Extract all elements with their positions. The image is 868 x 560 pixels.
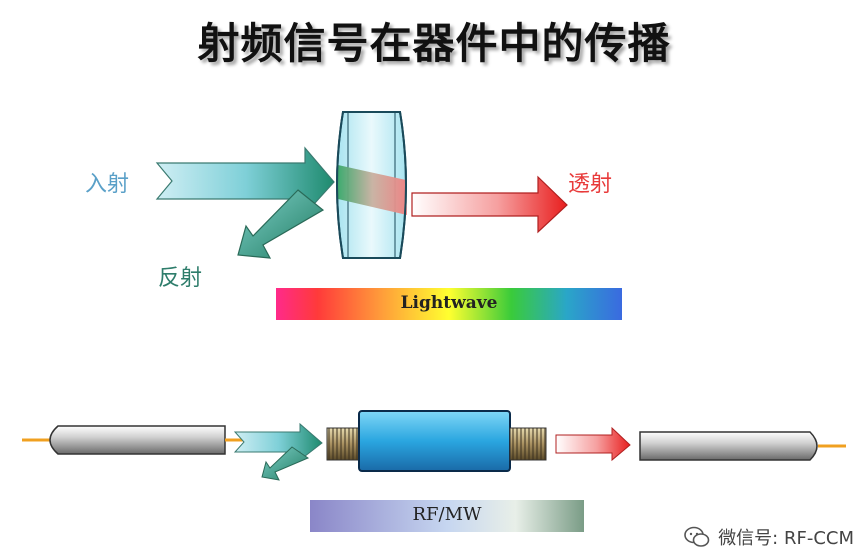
transmitted-label: 透射 [568,172,613,197]
rfmw-spectrum-bar: RF/MW [310,500,584,532]
page-title: 射频信号在器件中的传播 [197,19,671,68]
right-connector [509,427,547,461]
transmitted-arrow [411,175,568,234]
watermark: 微信号: RF-CCM [684,524,854,550]
lens-shape [336,111,407,259]
wechat-icon [684,526,710,547]
reflected-arrow [237,189,325,259]
watermark-text: 微信号: RF-CCM [718,528,854,549]
rf-incident-arrow [233,422,323,481]
output-cable [639,431,846,461]
rf-transmitted-arrow [555,426,631,462]
reflected-label: 反射 [158,266,203,291]
input-cable [22,425,248,455]
incident-label: 入射 [85,172,130,197]
left-connector [326,427,360,461]
rf-device-box [358,410,511,472]
lightwave-spectrum-bar: Lightwave [276,288,622,320]
